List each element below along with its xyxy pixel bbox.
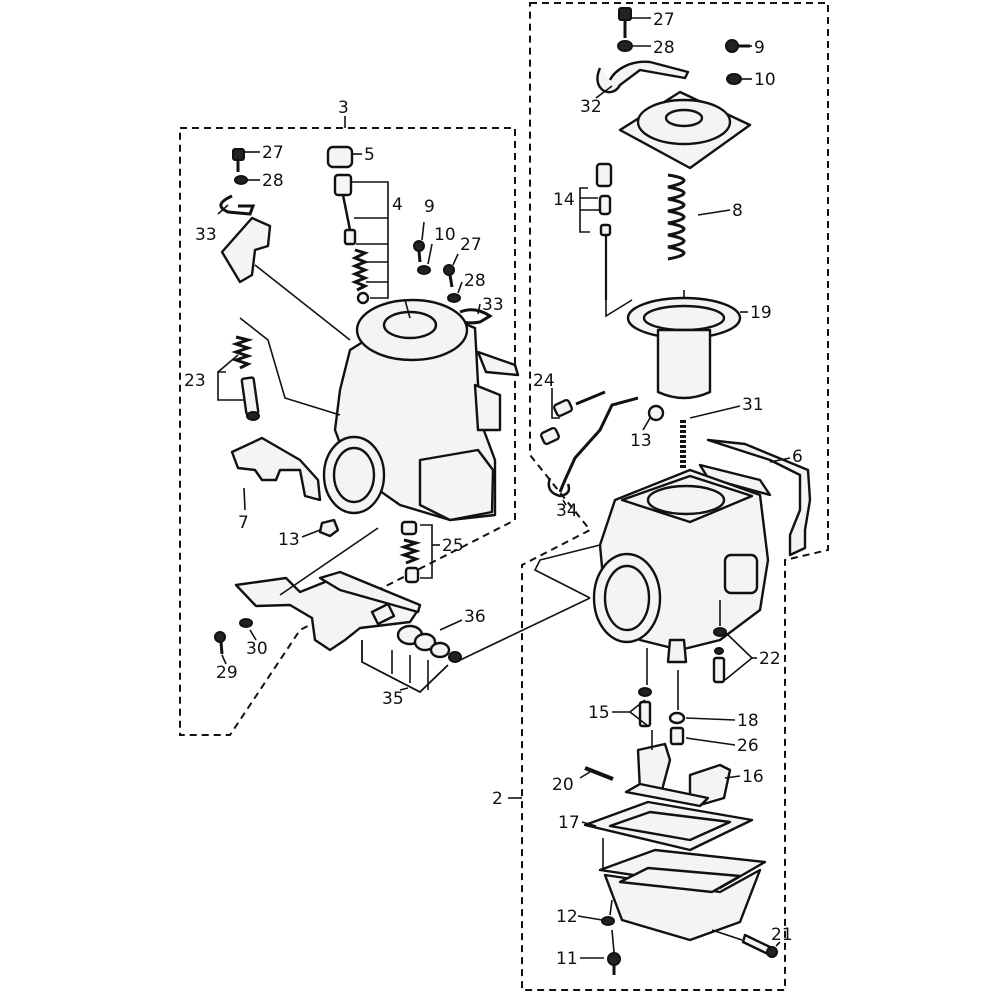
callout-label: 24: [533, 371, 555, 391]
callout-label: 33: [482, 295, 504, 315]
float-16: [624, 742, 732, 808]
callout-label: 21: [771, 925, 793, 945]
washer-28-mid: [447, 293, 461, 303]
carburetor-body-left: [322, 298, 520, 522]
choke-cap-5: [326, 145, 354, 169]
clip-33-left: [219, 194, 256, 216]
callout-label: 5: [364, 145, 375, 165]
cover-7: [230, 436, 322, 502]
float-bowl: [598, 848, 767, 942]
bracket-6: [698, 438, 812, 557]
choke-plunger-4: [333, 173, 370, 305]
screw-9-left: [413, 240, 425, 263]
callout-label: 11: [556, 949, 578, 969]
spring-8: [667, 173, 686, 261]
vacuum-piston-19: [626, 296, 742, 400]
drain-washer-12: [601, 916, 615, 926]
callout-label: 9: [754, 38, 765, 58]
throttle-rod-34: [558, 396, 639, 493]
cable-clip-32: [596, 60, 690, 94]
callout-label: 27: [653, 10, 675, 30]
callout-label: 4: [392, 195, 403, 215]
idle-screw-23: [231, 335, 260, 421]
callout-label: 19: [750, 303, 772, 323]
callout-label: 12: [556, 907, 578, 927]
nut-13-right: [647, 404, 665, 422]
callout-label: 15: [588, 703, 610, 723]
callout-label: 16: [742, 767, 764, 787]
top-cover-diaphragm: [618, 90, 752, 170]
screw-11: [607, 952, 621, 975]
callout-label: 33: [195, 225, 217, 245]
callout-label: 27: [460, 235, 482, 255]
screw-29: [214, 631, 226, 655]
rod-end-34: [547, 477, 571, 498]
callout-label: 18: [737, 711, 759, 731]
washer-10-top: [726, 73, 742, 85]
callout-label: 9: [424, 197, 435, 217]
callout-label: 26: [737, 736, 759, 756]
callout-label: 31: [742, 395, 764, 415]
washer-28-left: [234, 175, 248, 185]
callout-label: 13: [630, 431, 652, 451]
callout-labels: 27 28 9 10 32 14 8 19 24 31 13 6 34 22 1…: [184, 10, 803, 969]
callout-label: 2: [492, 789, 503, 809]
main-jet-26: [669, 726, 685, 746]
callout-label: 28: [262, 171, 284, 191]
drain-screw-21: [741, 933, 778, 958]
washer-30: [239, 618, 253, 628]
callout-label: 28: [653, 38, 675, 58]
callout-label: 29: [216, 663, 238, 683]
callout-label: 3: [338, 98, 349, 118]
screw-27-top: [618, 7, 632, 38]
callout-label: 36: [464, 607, 486, 627]
washer-18: [668, 711, 686, 725]
callout-label: 20: [552, 775, 574, 795]
callout-label: 34: [556, 501, 578, 521]
callout-label: 17: [558, 813, 580, 833]
screw-27-left: [232, 148, 245, 172]
callout-label: 22: [759, 649, 781, 669]
float-pin-20: [584, 766, 614, 781]
callout-label: 7: [238, 513, 249, 533]
bracket-left: [220, 216, 272, 284]
pilot-screw-15: [638, 687, 652, 728]
throttle-link-rod-24: [540, 390, 606, 446]
callout-label: 27: [262, 143, 284, 163]
mounting-plate: [234, 570, 422, 652]
accelerator-pump-35-36: [361, 602, 462, 694]
nut-13-left: [318, 518, 340, 538]
callout-label: 13: [278, 530, 300, 550]
screw-27-mid: [443, 264, 455, 288]
carburetor-body-right: [592, 468, 770, 664]
callout-label: 32: [580, 97, 602, 117]
callout-label: 30: [246, 639, 268, 659]
washer-28-top: [617, 40, 633, 52]
leader-lines: [217, 17, 791, 959]
jet-needle-set-14: [595, 162, 613, 300]
washer-10-left: [417, 265, 431, 275]
callout-label: 10: [434, 225, 456, 245]
callout-label: 28: [464, 271, 486, 291]
callout-label: 35: [382, 689, 404, 709]
callout-label: 14: [553, 190, 575, 210]
callout-label: 6: [792, 447, 803, 467]
jet-set-25: [399, 520, 422, 584]
callout-label: 23: [184, 371, 206, 391]
callout-label: 10: [754, 70, 776, 90]
callout-label: 25: [442, 536, 464, 556]
callout-label: 8: [732, 201, 743, 221]
gasket-inner-17: [608, 810, 732, 842]
group-3-boundary: [179, 127, 516, 736]
